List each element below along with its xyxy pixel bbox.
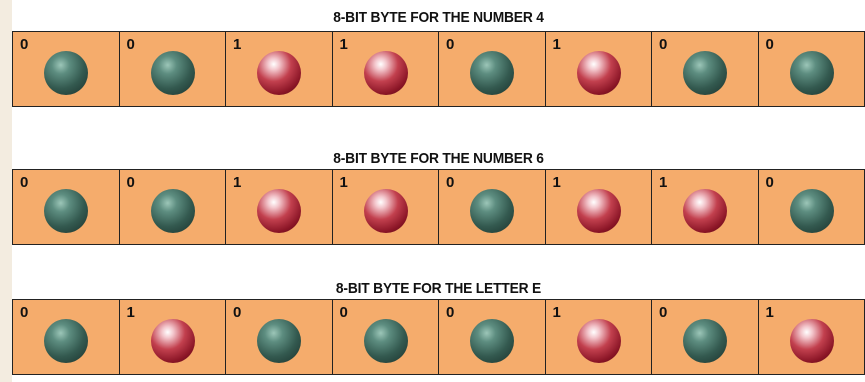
byte-title: 8-BIT BYTE FOR THE NUMBER 4: [46, 9, 831, 26]
red-sphere-icon: [577, 189, 621, 233]
bit-value-label: 0: [127, 174, 135, 191]
bit-cell: 0: [439, 32, 546, 106]
bit-value-label: 1: [340, 174, 348, 191]
bit-value-label: 1: [233, 36, 241, 53]
bit-cell: 0: [13, 170, 120, 244]
bit-value-label: 0: [659, 36, 667, 53]
red-sphere-icon: [577, 319, 621, 363]
red-sphere-icon: [151, 319, 195, 363]
green-sphere-icon: [151, 51, 195, 95]
bit-value-label: 1: [659, 174, 667, 191]
red-sphere-icon: [364, 189, 408, 233]
green-sphere-icon: [470, 51, 514, 95]
green-sphere-icon: [364, 319, 408, 363]
byte-title: 8-BIT BYTE FOR THE NUMBER 6: [46, 150, 831, 167]
bit-value-label: 1: [340, 36, 348, 53]
green-sphere-icon: [44, 51, 88, 95]
red-sphere-icon: [364, 51, 408, 95]
bit-cell: 0: [333, 300, 440, 374]
bit-cell: 0: [759, 170, 865, 244]
bit-value-label: 0: [446, 174, 454, 191]
bit-cell: 1: [546, 32, 653, 106]
green-sphere-icon: [683, 51, 727, 95]
bit-value-label: 0: [20, 174, 28, 191]
red-sphere-icon: [790, 319, 834, 363]
bit-cell: 1: [226, 32, 333, 106]
red-sphere-icon: [257, 51, 301, 95]
bit-value-label: 1: [233, 174, 241, 191]
bit-cell: 1: [652, 170, 759, 244]
bit-value-label: 0: [446, 36, 454, 53]
bit-cell: 1: [120, 300, 227, 374]
red-sphere-icon: [577, 51, 621, 95]
bit-value-label: 0: [766, 36, 774, 53]
byte-row: 0 0 1 1 0 1 0 0: [12, 31, 865, 107]
bit-value-label: 1: [553, 304, 561, 321]
green-sphere-icon: [44, 319, 88, 363]
bit-value-label: 1: [127, 304, 135, 321]
green-sphere-icon: [790, 189, 834, 233]
bit-cell: 1: [546, 300, 653, 374]
green-sphere-icon: [683, 319, 727, 363]
byte-row: 0 1 0 0 0 1 0 1: [12, 299, 865, 375]
bit-value-label: 0: [20, 304, 28, 321]
green-sphere-icon: [790, 51, 834, 95]
bit-value-label: 1: [553, 174, 561, 191]
bit-cell: 0: [652, 300, 759, 374]
bit-cell: 1: [226, 170, 333, 244]
bit-cell: 1: [759, 300, 865, 374]
bit-cell: 0: [120, 32, 227, 106]
bit-cell: 0: [652, 32, 759, 106]
bit-cell: 0: [226, 300, 333, 374]
bit-cell: 1: [333, 170, 440, 244]
green-sphere-icon: [257, 319, 301, 363]
bit-value-label: 1: [766, 304, 774, 321]
green-sphere-icon: [470, 319, 514, 363]
bit-cell: 0: [13, 32, 120, 106]
bit-cell: 0: [439, 300, 546, 374]
bit-value-label: 0: [340, 304, 348, 321]
bit-value-label: 0: [127, 36, 135, 53]
bit-value-label: 0: [233, 304, 241, 321]
bit-value-label: 0: [446, 304, 454, 321]
bit-value-label: 1: [553, 36, 561, 53]
bit-cell: 0: [13, 300, 120, 374]
green-sphere-icon: [44, 189, 88, 233]
bit-cell: 0: [439, 170, 546, 244]
byte-row: 0 0 1 1 0 1 1 0: [12, 169, 865, 245]
bit-value-label: 0: [659, 304, 667, 321]
bit-cell: 1: [546, 170, 653, 244]
bit-cell: 0: [759, 32, 865, 106]
red-sphere-icon: [257, 189, 301, 233]
red-sphere-icon: [683, 189, 727, 233]
green-sphere-icon: [470, 189, 514, 233]
byte-title: 8-BIT BYTE FOR THE LETTER E: [46, 280, 831, 297]
bit-cell: 1: [333, 32, 440, 106]
bit-value-label: 0: [766, 174, 774, 191]
bit-value-label: 0: [20, 36, 28, 53]
bit-cell: 0: [120, 170, 227, 244]
left-margin-strip: [0, 0, 12, 382]
green-sphere-icon: [151, 189, 195, 233]
